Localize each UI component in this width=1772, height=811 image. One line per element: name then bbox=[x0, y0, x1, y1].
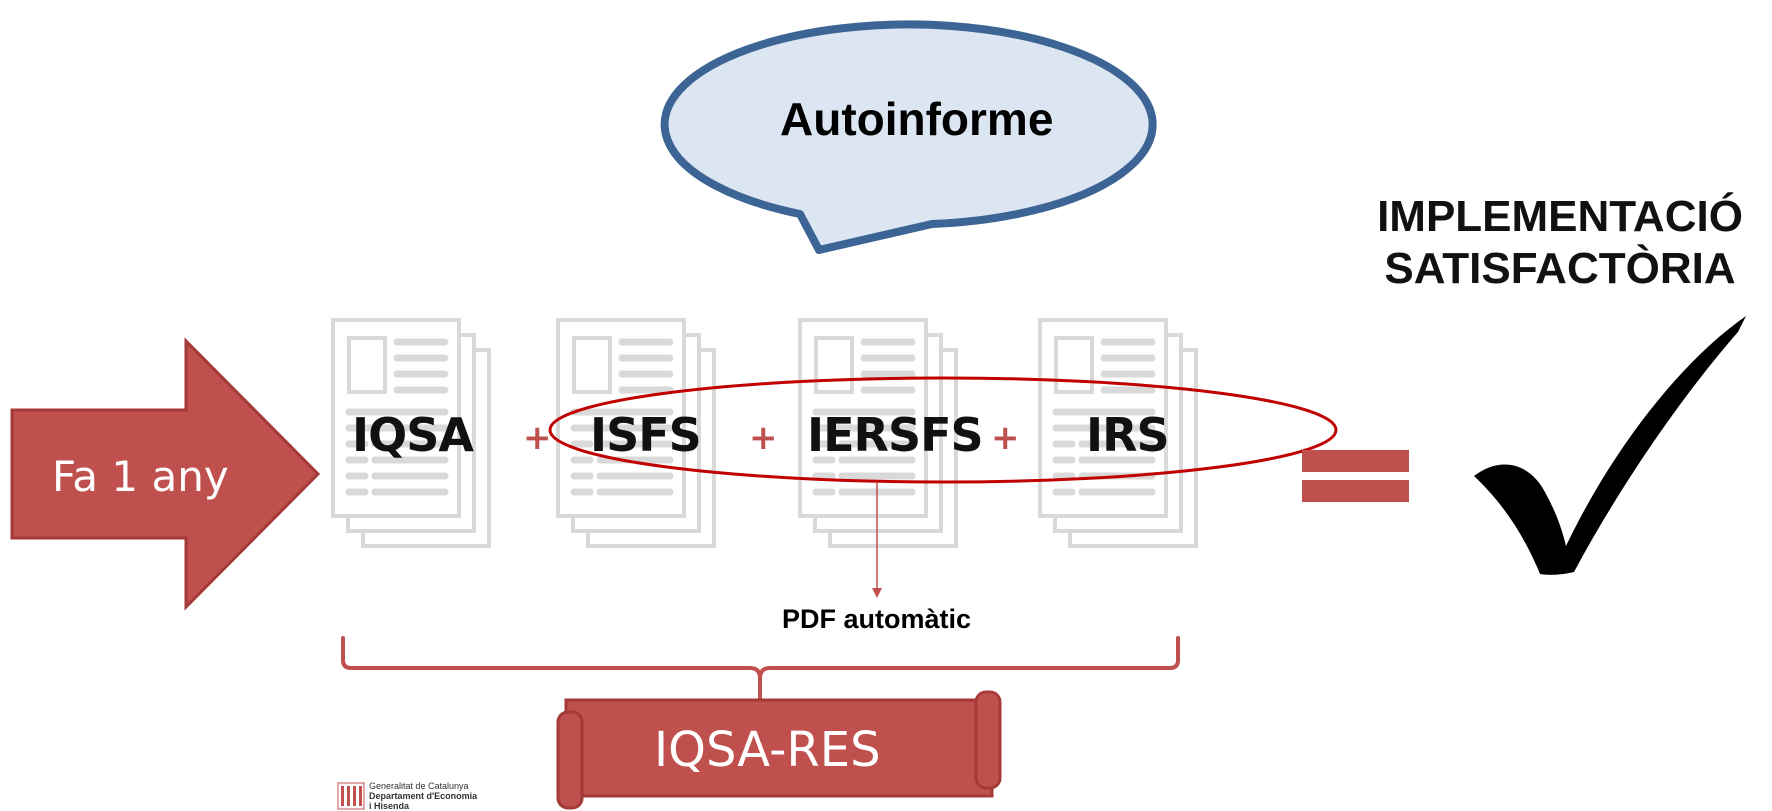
iqsa-res-banner bbox=[556, 690, 1002, 810]
checkmark-icon bbox=[1474, 316, 1746, 575]
equals-bar-top bbox=[1302, 450, 1409, 472]
plus-operator: + bbox=[523, 418, 552, 458]
result-heading-line1: IMPLEMENTACIÓ bbox=[1377, 192, 1743, 241]
generalitat-logo-icon bbox=[337, 782, 365, 810]
grouping-oval bbox=[548, 376, 1338, 484]
document-label-irs: IRS bbox=[1086, 408, 1170, 462]
logo-line2: Departament d'Economia bbox=[369, 791, 478, 801]
banner-text: IQSA-RES bbox=[654, 722, 881, 778]
logo-line1: Generalitat de Catalunya bbox=[369, 781, 469, 791]
result-heading-line2: SATISFACTÒRIA bbox=[1384, 244, 1736, 293]
pdf-arrow-head bbox=[872, 588, 882, 598]
arrow-label: Fa 1 any bbox=[52, 452, 229, 501]
grouping-bracket bbox=[341, 636, 1180, 702]
document-label-isfs: ISFS bbox=[590, 408, 702, 462]
result-heading: IMPLEMENTACIÓ SATISFACTÒRIA bbox=[1350, 191, 1770, 295]
plus-operator: + bbox=[991, 418, 1020, 458]
pdf-note: PDF automàtic bbox=[782, 604, 972, 634]
document-label-iersfs: IERSFS bbox=[807, 408, 984, 462]
speech-bubble-shape bbox=[660, 20, 1157, 254]
timeline-arrow-shape bbox=[10, 337, 321, 611]
logo-text: Generalitat de Catalunya Departament d'E… bbox=[369, 781, 477, 811]
logo-line3: i Hisenda bbox=[369, 801, 410, 811]
document-label-iqsa: IQSA bbox=[352, 408, 474, 462]
equals-bar-bottom bbox=[1302, 480, 1409, 502]
plus-operator: + bbox=[749, 418, 778, 458]
speech-bubble-text: Autoinforme bbox=[780, 93, 1054, 145]
